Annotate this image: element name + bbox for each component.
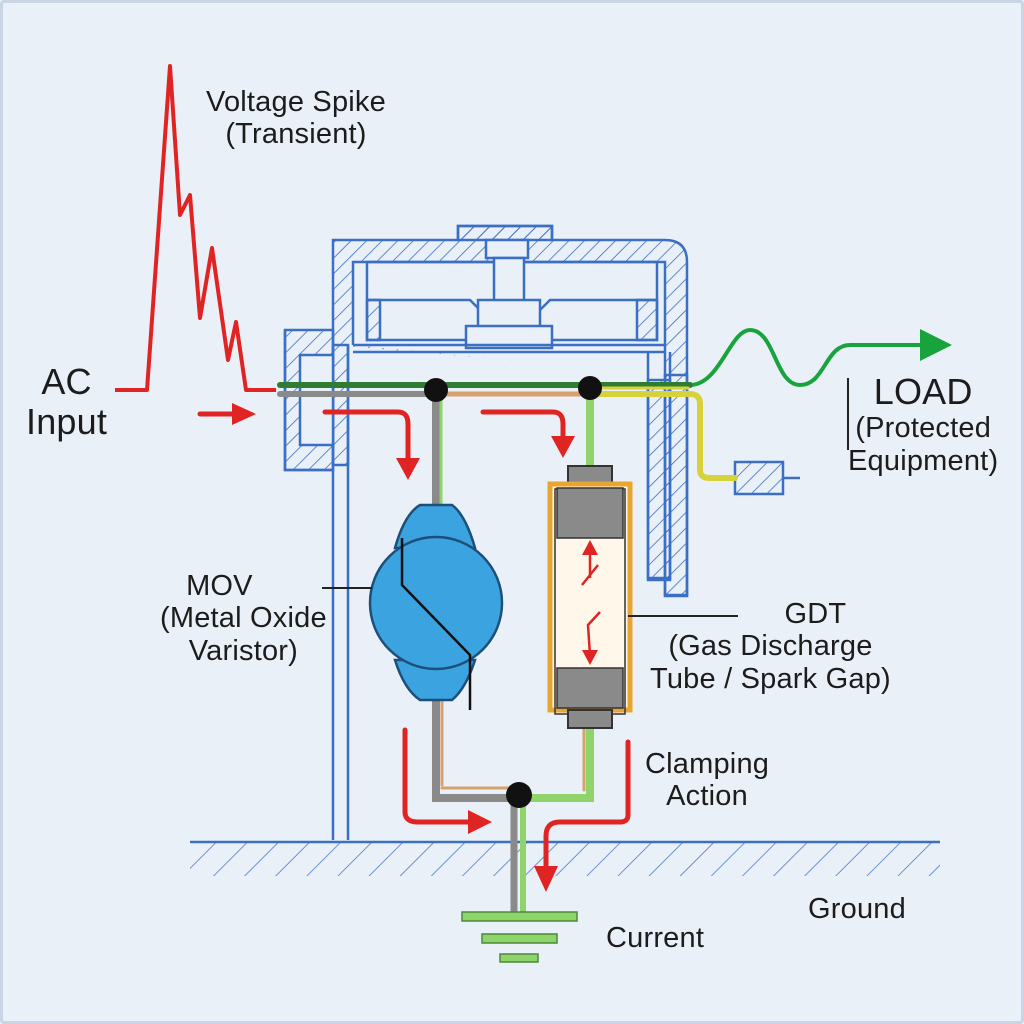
spike-label-line1: Voltage Spike [206, 86, 386, 118]
current-label: Current [606, 922, 705, 954]
mov-label-line2: (Metal Oxide [160, 602, 327, 635]
ground-label: Ground [808, 893, 906, 925]
current-flow-arrows [197, 403, 631, 892]
ac-label-line2: Input [26, 401, 108, 443]
clamp-label-line2: Action [666, 780, 748, 813]
ac-label-line1: AC [41, 361, 92, 402]
output-sine-wave [689, 327, 952, 388]
mov-component [368, 503, 504, 710]
ground-symbol [461, 911, 578, 963]
junction-dots [424, 376, 602, 808]
clamp-label-line1: Clamping [645, 748, 770, 780]
clamping-action-label: Clamping Action [645, 748, 769, 813]
load-label-line1: LOAD [873, 371, 973, 412]
spike-label-line2: (Transient) [225, 118, 367, 151]
leader-lines [322, 378, 849, 617]
ground-plane [190, 840, 940, 876]
mov-label-line3: Varistor) [188, 634, 299, 667]
gdt-label: GDT (Gas Discharge Tube / Spark Gap) [650, 598, 891, 695]
voltage-spike-label: Voltage Spike (Transient) [206, 86, 386, 151]
ac-input-label: AC Input [26, 361, 108, 443]
load-label-line3: Equipment) [848, 444, 999, 477]
gdt-label-line2: (Gas Discharge [668, 630, 873, 663]
load-label: LOAD (Protected Equipment) [848, 371, 999, 477]
voltage-spike-waveform [115, 64, 276, 392]
wiring [277, 382, 738, 919]
mov-label-line1: MOV [186, 570, 253, 602]
mov-label: MOV (Metal Oxide Varistor) [160, 570, 327, 667]
protector-housing [283, 224, 800, 840]
gdt-component [547, 465, 633, 729]
gdt-label-line3: Tube / Spark Gap) [650, 662, 891, 695]
gdt-label-line1: GDT [784, 598, 847, 630]
load-label-line2: (Protected [855, 412, 992, 445]
